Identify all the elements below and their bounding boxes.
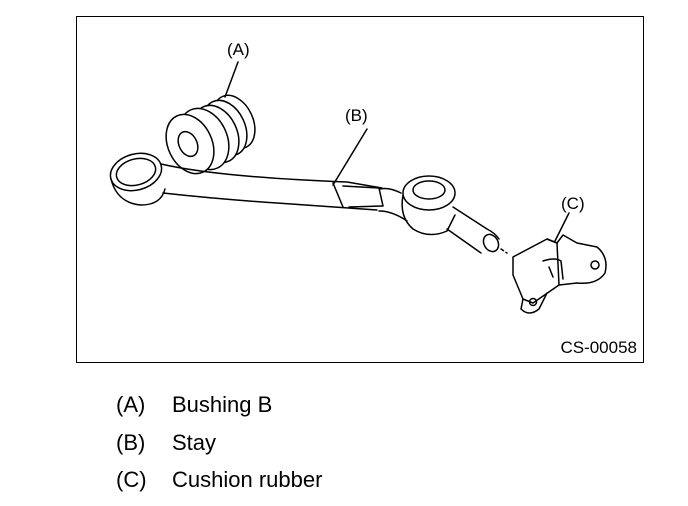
bushing-b-drawing xyxy=(165,94,256,175)
figure-id: CS-00058 xyxy=(560,338,637,357)
callout-c-leader xyxy=(554,212,570,242)
legend-item: (B) Stay xyxy=(116,430,322,468)
callout-b-label: (B) xyxy=(345,106,368,125)
legend-item: (A) Bushing B xyxy=(116,392,322,430)
callout-c-label: (C) xyxy=(561,194,585,213)
stay-drawing xyxy=(109,152,508,254)
legend-key: (A) xyxy=(116,392,146,417)
callout-b-leader xyxy=(332,128,368,186)
parts-illustration xyxy=(109,61,607,314)
callout-a-label: (A) xyxy=(227,40,250,59)
legend-key: (B) xyxy=(116,429,146,455)
diagram-frame: (A) (B) (C) CS-00058 xyxy=(76,16,644,363)
legend-item: (C) Cushion rubber xyxy=(116,467,322,505)
legend-key: (C) xyxy=(116,467,147,492)
legend-label: Stay xyxy=(172,429,217,455)
legend-label: Bushing B xyxy=(172,392,273,417)
callout-a-leader xyxy=(224,61,239,98)
parts-legend: (A) Bushing B (B) Stay (C) Cushion rubbe… xyxy=(116,392,322,505)
cushion-rubber-drawing xyxy=(512,234,607,314)
legend-label: Cushion rubber xyxy=(172,467,323,492)
